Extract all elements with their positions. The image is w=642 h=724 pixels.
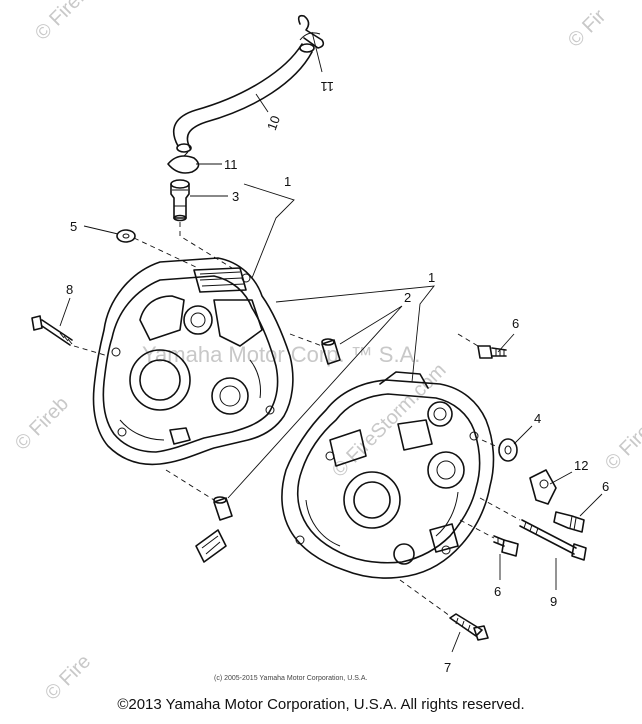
leader-7 <box>451 631 461 653</box>
bolt-7 <box>449 613 489 641</box>
alignment-line-9 <box>479 497 521 521</box>
breather-fitting <box>170 179 190 222</box>
crankcase-left <box>92 257 294 466</box>
bolt-6-right <box>553 511 585 533</box>
watermark-center: Yamaha Motor Corp. ™ S.A. <box>142 342 420 367</box>
breather-hose <box>172 43 315 153</box>
alignment-line-5 <box>133 237 199 269</box>
washer-5 <box>116 229 136 243</box>
watermark-top-right: © Fir <box>564 5 611 52</box>
callout-8: 8 <box>66 282 73 297</box>
hose-clip-lower <box>167 151 206 174</box>
leader-8 <box>59 297 71 327</box>
alignment-line-dowel-lower <box>165 469 215 501</box>
alignment-line-3 <box>179 222 233 269</box>
callout-5: 5 <box>70 219 77 234</box>
bolt-8 <box>31 315 73 346</box>
alignment-line-6-lower <box>459 519 495 539</box>
callout-1b: 1 <box>428 270 435 285</box>
alignment-line-4 <box>481 439 501 449</box>
leader-5 <box>83 225 119 235</box>
callout-12: 12 <box>574 458 588 473</box>
dowel-pin-upper <box>321 338 341 365</box>
bolt-6-lower <box>493 535 519 557</box>
leader-4 <box>513 425 533 445</box>
watermark-mid-left: © Fireb <box>11 393 73 455</box>
callout-4: 4 <box>534 411 541 426</box>
bracket-12 <box>529 469 557 505</box>
callout-7: 7 <box>444 660 451 675</box>
callout-1a: 1 <box>284 174 291 189</box>
leader-12 <box>549 471 573 485</box>
dowel-pin-lower <box>213 496 233 521</box>
leader-2 <box>227 305 403 499</box>
footer-copyright: ©2013 Yamaha Motor Corporation, U.S.A. A… <box>117 696 525 713</box>
callout-11b: 11 <box>224 157 238 172</box>
alignment-line-7 <box>399 579 451 617</box>
washer-4 <box>498 438 518 462</box>
callout-2: 2 <box>404 290 411 305</box>
leader-10 <box>255 93 269 113</box>
small-copyright: (c) 2005-2015 Yamaha Motor Corporation, … <box>214 675 367 682</box>
alignment-line-dowel-upper <box>289 333 323 347</box>
leader-11a <box>311 31 323 73</box>
watermark-mid-right: © Fire <box>601 420 642 474</box>
alignment-line-6-upper <box>457 333 479 347</box>
bolt-9 <box>519 519 587 561</box>
callout-6a: 6 <box>512 316 519 331</box>
bolt-6-upper <box>477 345 507 359</box>
callout-10: 10 <box>264 114 283 133</box>
callout-3: 3 <box>232 189 239 204</box>
hose-clip-upper <box>297 14 325 49</box>
callout-6b: 6 <box>602 479 609 494</box>
leader-1a <box>243 183 295 279</box>
leader-6b <box>579 493 603 517</box>
callout-6c: 6 <box>494 584 501 599</box>
alignment-line-8 <box>73 345 109 357</box>
watermark-top-left: © Fireb <box>31 0 93 45</box>
crankcase-right <box>281 371 495 579</box>
callout-9: 9 <box>550 594 557 609</box>
leader-1b <box>275 285 436 383</box>
gasket-tag <box>195 529 227 563</box>
callout-11a: 11 <box>321 79 335 94</box>
leader-6a <box>497 333 515 353</box>
